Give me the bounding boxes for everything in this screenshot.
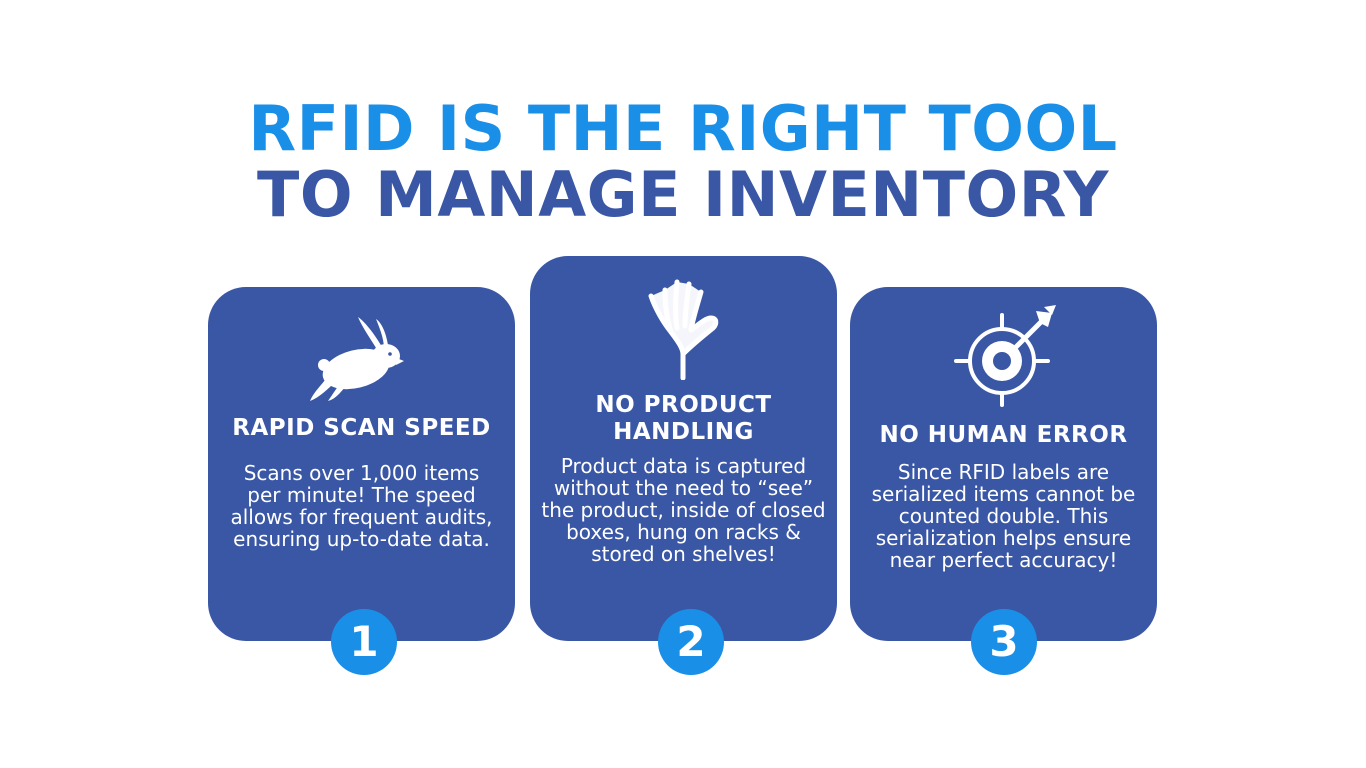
step-number-badge: 2	[658, 609, 724, 675]
step-number-badge: 1	[331, 609, 397, 675]
target-arrow-icon	[952, 303, 1056, 411]
rabbit-icon	[302, 311, 422, 411]
feature-card-no-handling: NO PRODUCT HANDLING Product data is capt…	[530, 256, 837, 641]
open-hand-icon	[647, 276, 721, 384]
card-title: NO HUMAN ERROR	[879, 422, 1128, 448]
feature-card-no-error: NO HUMAN ERROR Since RFID labels are ser…	[850, 287, 1157, 641]
card-description: Scans over 1,000 items per minute! The s…	[230, 461, 493, 551]
title-line-1: RFID IS THE RIGHT TOOL	[248, 92, 1118, 165]
card-title: RAPID SCAN SPEED	[232, 415, 491, 441]
card-title: NO PRODUCT HANDLING	[595, 392, 772, 445]
title-line-2: TO MANAGE INVENTORY	[257, 158, 1109, 231]
card-description: Product data is captured without the nee…	[541, 454, 826, 566]
feature-card-rapid-scan: RAPID SCAN SPEED Scans over 1,000 items …	[208, 287, 515, 641]
page-title: RFID IS THE RIGHT TOOL TO MANAGE INVENTO…	[0, 96, 1366, 228]
step-number-badge: 3	[971, 609, 1037, 675]
card-description: Since RFID labels are serialized items c…	[871, 460, 1136, 572]
